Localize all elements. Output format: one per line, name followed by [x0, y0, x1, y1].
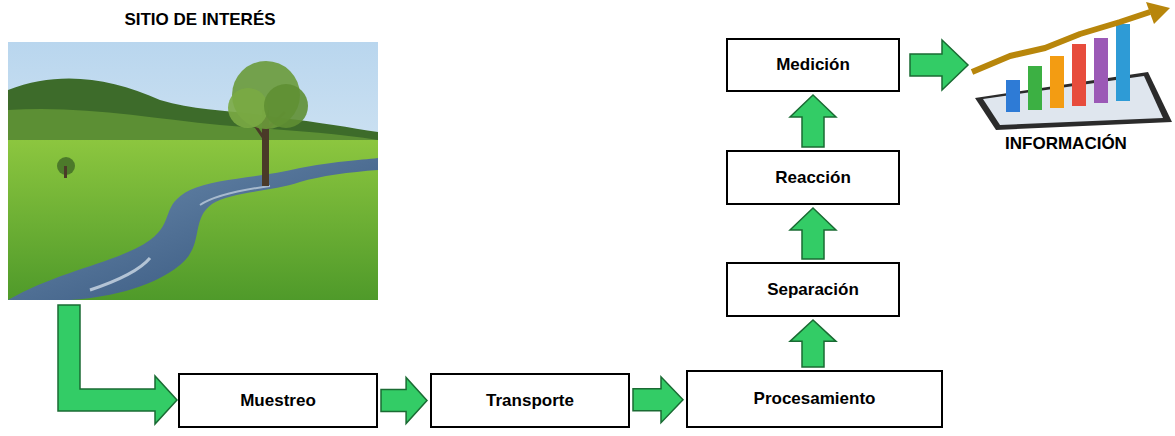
flow-arrow — [633, 377, 683, 423]
process-box: Procesamiento — [686, 370, 943, 428]
box-label: Transporte — [486, 391, 574, 411]
flow-arrow — [790, 208, 836, 259]
process-box: Muestreo — [178, 373, 378, 428]
box-label: Separación — [767, 280, 859, 300]
box-label: Reacción — [775, 168, 851, 188]
photo — [8, 42, 378, 300]
tablet-chart — [972, 2, 1172, 130]
caption-label: SITIO DE INTERÉS — [124, 10, 275, 30]
flow-arrow — [790, 320, 836, 367]
output-arrow — [910, 40, 968, 90]
box-label: Procesamiento — [754, 389, 876, 409]
box-label: Medición — [776, 55, 850, 75]
caption-label: INFORMACIÓN — [1005, 134, 1127, 154]
process-box: Separación — [726, 262, 900, 317]
process-box: Medición — [726, 38, 900, 92]
process-box: Reacción — [726, 150, 900, 205]
site-arrow — [58, 305, 177, 424]
flow-arrow — [790, 95, 836, 147]
flow-arrow — [381, 378, 427, 424]
box-label: Muestreo — [240, 391, 316, 411]
process-box: Transporte — [430, 373, 630, 428]
